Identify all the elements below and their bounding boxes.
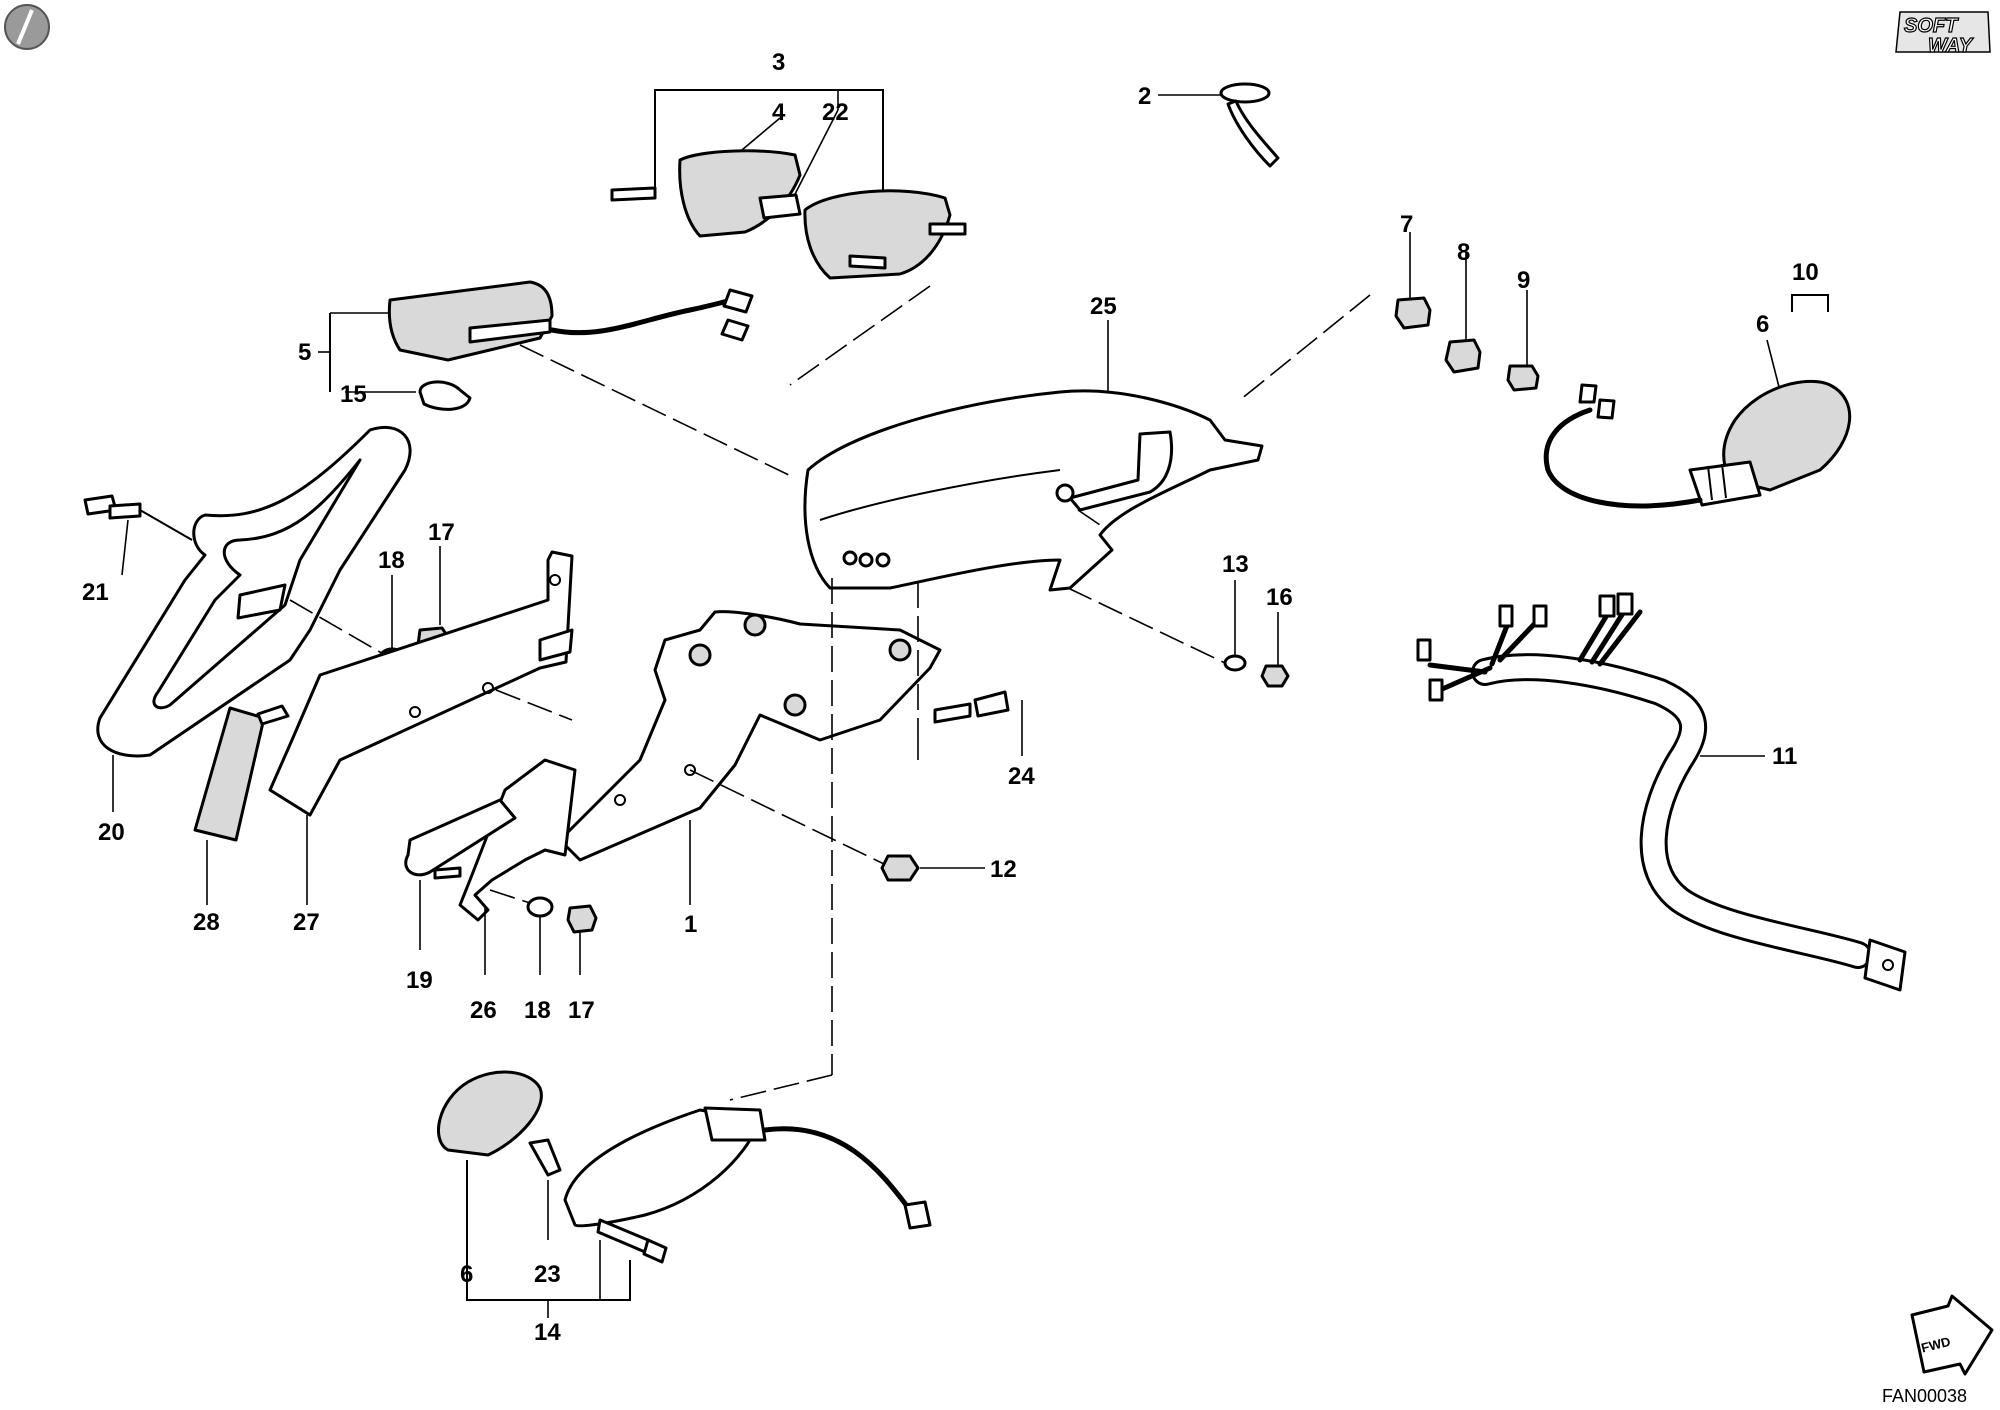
- svg-text:FWD: FWD: [1920, 1334, 1952, 1356]
- callout-23: 23: [534, 1261, 561, 1288]
- callout-24: 24: [1008, 763, 1035, 790]
- svg-text:SOFT: SOFT: [1904, 15, 1959, 37]
- callout-19: 19: [406, 967, 433, 994]
- part-grommet-spacer-nut: [1394, 232, 1540, 392]
- part-right-turn-indicator: [1543, 294, 1852, 509]
- callout-28: 28: [193, 909, 220, 936]
- callout-2: 2: [1138, 83, 1151, 110]
- part-license-plate-light: [318, 280, 796, 479]
- callout-14: 14: [534, 1319, 561, 1346]
- diagram-reference-code: FAN00038: [1882, 1386, 1967, 1406]
- part-wiring-harness: [1416, 592, 1907, 992]
- callout-27: 27: [293, 909, 320, 936]
- corner-logo-mark: [4, 4, 50, 50]
- callout-3: 3: [772, 49, 785, 76]
- part-foot-bracket: [404, 758, 577, 975]
- part-bolt: [917, 582, 1023, 756]
- callout-15: 15: [340, 381, 367, 408]
- part-bracket-plate: [268, 550, 574, 905]
- callout-17-lower: 17: [568, 997, 595, 1024]
- callout-1: 1: [684, 911, 697, 938]
- callout-22: 22: [822, 99, 849, 126]
- part-tail-light-unit: [610, 89, 967, 386]
- forward-direction-arrow: FWD: [1910, 1294, 1994, 1376]
- callout-9: 9: [1517, 267, 1530, 294]
- part-push-rivet: [1158, 82, 1280, 168]
- callout-labels: 3 4 22 2 7 8 9 10 6 25 5 15 21 18 17 13 …: [82, 49, 1819, 1346]
- callout-4: 4: [772, 99, 786, 126]
- part-reflector: [193, 704, 290, 905]
- part-rear-mudguard: [803, 294, 1371, 592]
- callout-11: 11: [1772, 743, 1797, 770]
- callout-18-upper: 18: [378, 547, 405, 574]
- callout-5: 5: [298, 339, 311, 366]
- svg-text:WAY: WAY: [1928, 35, 1974, 57]
- callout-6-left: 6: [460, 1261, 473, 1288]
- callout-7: 7: [1400, 211, 1413, 238]
- part-nut: [689, 769, 985, 882]
- callout-10: 10: [1792, 259, 1819, 286]
- callout-20: 20: [98, 819, 125, 846]
- callout-21: 21: [82, 579, 109, 606]
- part-washer-lower: [526, 896, 598, 975]
- callout-26: 26: [470, 997, 497, 1024]
- callout-17-upper: 17: [428, 519, 455, 546]
- callout-8: 8: [1457, 239, 1470, 266]
- callout-25: 25: [1090, 293, 1117, 320]
- callout-13: 13: [1222, 551, 1249, 578]
- callout-16: 16: [1266, 584, 1293, 611]
- part-main-bracket: [558, 610, 942, 905]
- callout-6-right: 6: [1756, 311, 1769, 338]
- part-washer-nut: [1067, 580, 1290, 688]
- callout-18-lower: 18: [524, 997, 551, 1024]
- brand-logo: SOFT WAY: [1895, 11, 1991, 58]
- callout-12: 12: [990, 856, 1017, 883]
- part-number-plate-holder: [83, 425, 412, 812]
- part-left-turn-indicator: [437, 578, 932, 1318]
